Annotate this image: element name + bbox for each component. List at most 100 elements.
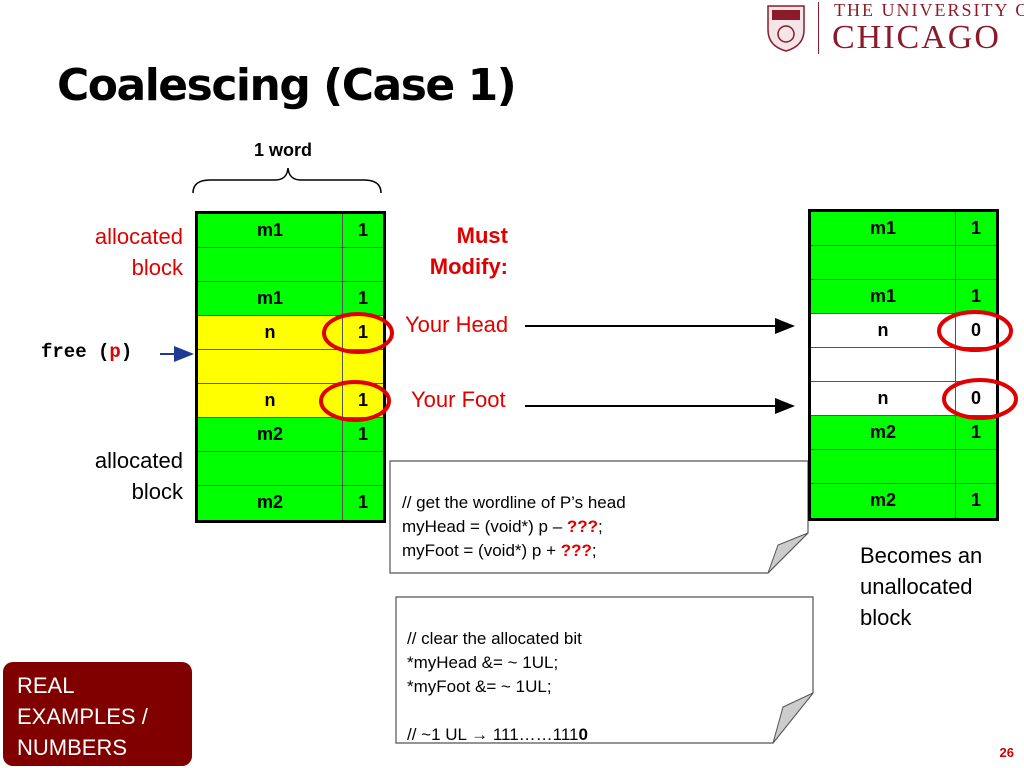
word-value <box>198 350 343 383</box>
becomes-line: Becomes an <box>860 543 983 568</box>
heap-word-row: m1 1 <box>198 282 383 316</box>
code-text: // ~1 UL <box>407 725 472 744</box>
allocated-word: allocated <box>94 224 183 249</box>
word-value <box>811 246 956 279</box>
heap-word-row <box>811 246 996 280</box>
allocated-block-label-top: allocated block <box>60 221 183 283</box>
allocated-bit: 0 <box>970 388 981 408</box>
allocated-bit: 1 <box>970 218 981 238</box>
allocated-bit <box>343 248 383 281</box>
word-value: m2 <box>198 418 343 451</box>
allocated-bit: 1 <box>357 424 368 444</box>
code-line: *myHead &= ~ 1UL; <box>407 653 559 672</box>
free-close: ) <box>120 341 133 363</box>
code-text: 0 <box>578 725 588 744</box>
allocated-block-label-bottom: allocated block <box>60 445 183 507</box>
heap-word-row: m1 1 <box>811 212 996 246</box>
word-value: n <box>198 384 343 417</box>
heap-word-row <box>811 450 996 484</box>
badge-line: NUMBERS <box>17 735 128 760</box>
university-crest-icon <box>767 5 805 52</box>
allocated-bit: 1 <box>357 390 368 410</box>
allocated-bit: 1 <box>357 220 368 240</box>
code-unknown: ??? <box>566 517 599 536</box>
code-line: // ~1 UL → 111……1110 <box>407 723 588 747</box>
allocated-word: allocated <box>94 448 183 473</box>
logo-divider <box>818 2 819 54</box>
code-box-1-fold <box>767 532 809 574</box>
must-modify-label: Must Modify: <box>420 220 508 282</box>
allocated-bit <box>956 348 996 381</box>
becomes-unallocated-label: Becomes an unallocated block <box>860 540 982 633</box>
allocated-bit <box>343 350 383 383</box>
your-head-label: Your Head <box>405 312 509 337</box>
allocated-bit <box>956 246 996 279</box>
free-call-label: free (p) <box>41 341 132 363</box>
logo-text-top: THE UNIVERSITY OF <box>834 0 1024 20</box>
code-text: myFoot = (void*) p + <box>402 541 561 560</box>
code-line: // get the wordline of P’s head <box>402 493 626 512</box>
word-value: m2 <box>811 484 956 518</box>
real-examples-badge[interactable]: REAL EXAMPLES / NUMBERS <box>3 662 192 766</box>
code-text: ; <box>591 541 597 560</box>
word-value: m2 <box>198 486 343 520</box>
word-value: m1 <box>198 214 343 247</box>
heap-word-row <box>198 350 383 384</box>
code-box-2-fold <box>772 692 814 744</box>
your-foot-label: Your Foot <box>411 387 506 412</box>
logo-text-main: CHICAGO <box>832 19 1001 56</box>
block-word: block <box>131 255 183 280</box>
becomes-line: block <box>860 605 912 630</box>
heap-word-row: m1 1 <box>198 214 383 248</box>
code-line: myFoot = (void*) p + ???; <box>402 539 626 563</box>
word-value: m1 <box>811 280 956 313</box>
allocated-bit: 1 <box>357 322 368 342</box>
allocated-bit <box>956 450 996 483</box>
must-word: Must <box>456 223 508 248</box>
word-value: m2 <box>811 416 956 449</box>
free-fn: free ( <box>41 341 110 363</box>
word-value <box>811 450 956 483</box>
word-value: m1 <box>198 282 343 315</box>
brace-icon <box>192 167 382 194</box>
arrow-right-icon: → <box>471 725 489 744</box>
allocated-bit <box>343 452 383 485</box>
heap-word-row <box>198 248 383 282</box>
page-title: Coalescing (Case 1) <box>57 60 517 111</box>
code-line: // clear the allocated bit <box>407 629 582 648</box>
code-snippet-1: // get the wordline of P’s head myHead =… <box>402 491 626 563</box>
allocated-bit: 0 <box>970 320 981 340</box>
heap-word-row: m2 1 <box>198 418 383 452</box>
word-value: n <box>811 314 956 347</box>
becomes-line: unallocated <box>860 574 973 599</box>
badge-line: EXAMPLES / <box>17 704 148 729</box>
page-number: 26 <box>999 745 1014 760</box>
heap-word-row <box>811 348 996 382</box>
allocated-bit: 1 <box>970 490 981 510</box>
code-line: myHead = (void*) p – ???; <box>402 515 626 539</box>
code-text: ; <box>598 517 603 536</box>
word-label: 1 word <box>254 140 313 160</box>
word-value: n <box>811 382 956 415</box>
code-unknown: ??? <box>560 541 592 560</box>
word-value <box>198 248 343 281</box>
code-text: 111……111 <box>488 725 579 744</box>
word-value <box>811 348 956 381</box>
word-value: m1 <box>811 212 956 245</box>
heap-word-row <box>198 452 383 486</box>
block-word: block <box>131 479 183 504</box>
allocated-bit: 1 <box>357 288 368 308</box>
modify-word: Modify: <box>429 254 508 279</box>
code-snippet-2: // clear the allocated bit *myHead &= ~ … <box>407 627 588 747</box>
word-value: n <box>198 316 343 349</box>
free-arg: p <box>109 341 121 363</box>
badge-line: REAL <box>17 673 75 698</box>
